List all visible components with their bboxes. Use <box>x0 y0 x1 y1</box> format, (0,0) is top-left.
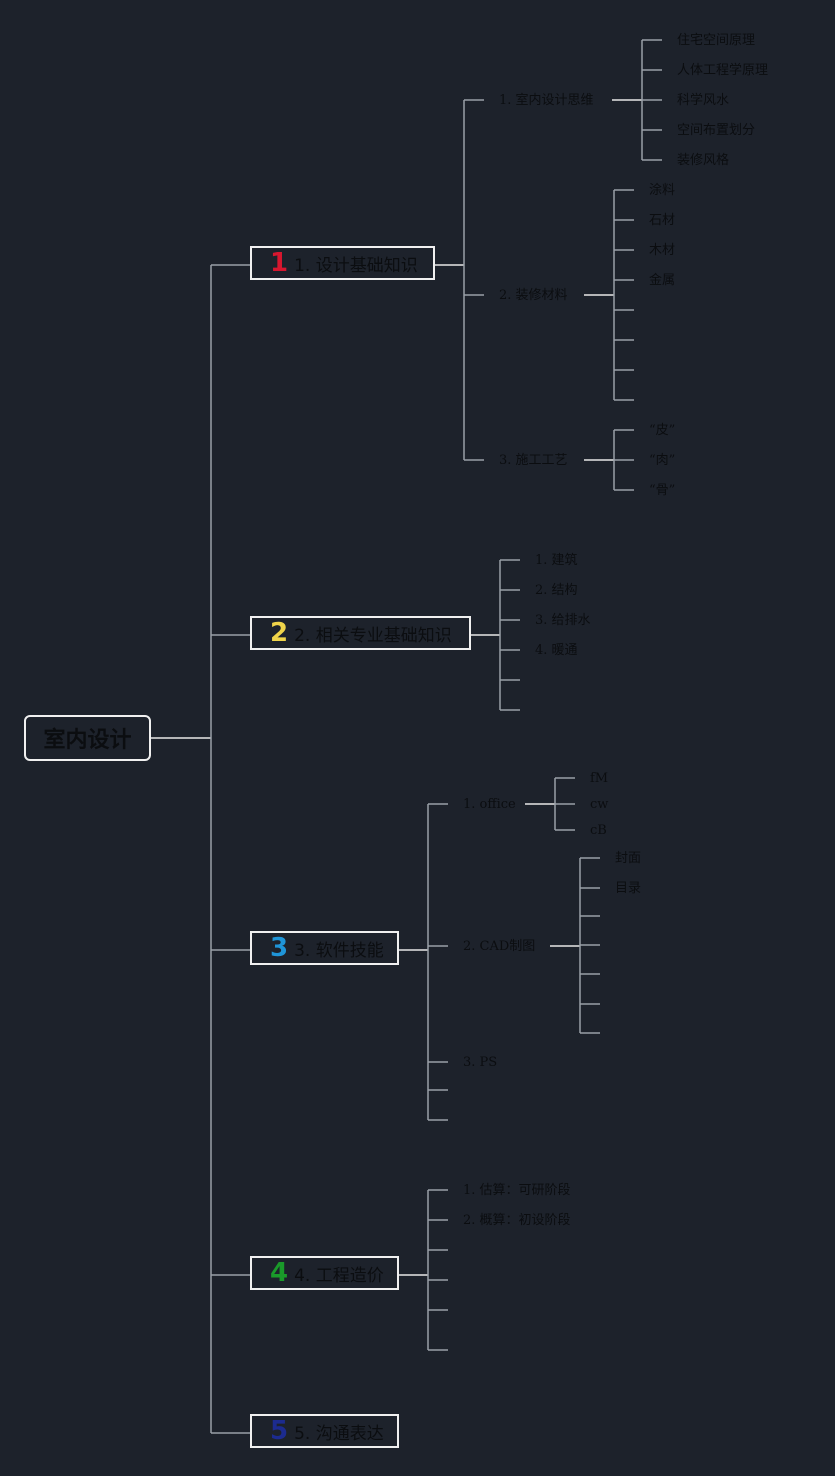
b1-child-2-label[interactable]: 2. 装修材料 <box>499 288 568 303</box>
b1c1-item-4[interactable]: 空间布置划分 <box>677 123 756 138</box>
b1-child-1-label[interactable]: 1. 室内设计思维 <box>499 93 594 108</box>
branch-4-node[interactable]: 4 4. 工程造价 <box>250 1256 399 1290</box>
b1c1-item-1[interactable]: 住宅空间原理 <box>677 33 756 48</box>
branch-1-number: 1 <box>270 248 289 278</box>
b3c1-item-3[interactable]: cB <box>590 823 607 838</box>
b3-child-3-label[interactable]: 3. PS <box>463 1055 498 1070</box>
branch-3-number: 3 <box>270 933 289 963</box>
b3c2-item-1[interactable]: 封面 <box>615 851 642 866</box>
b1c2-item-4[interactable]: 金属 <box>649 273 676 288</box>
branch-1-node[interactable]: 1 1. 设计基础知识 <box>250 246 435 280</box>
b4-child-2-label[interactable]: 2. 概算：初设阶段 <box>463 1213 571 1228</box>
root-node[interactable]: 室内设计 <box>24 715 151 761</box>
b2-child-4-label[interactable]: 4. 暖通 <box>535 643 578 658</box>
b3-child-2-label[interactable]: 2. CAD制图 <box>463 939 536 954</box>
b2-child-3-label[interactable]: 3. 给排水 <box>535 613 591 628</box>
branch-4-number: 4 <box>270 1258 289 1288</box>
branch-3-node[interactable]: 3 3. 软件技能 <box>250 931 399 965</box>
b1-child-3-label[interactable]: 3. 施工工艺 <box>499 453 568 468</box>
branch-5-node[interactable]: 5 5. 沟通表达 <box>250 1414 399 1448</box>
b1c3-item-1[interactable]: “皮” <box>649 423 676 438</box>
branch-5-label: 5. 沟通表达 <box>294 1423 384 1444</box>
b3c1-item-1[interactable]: fM <box>590 771 609 786</box>
b1c3-item-2[interactable]: “肉” <box>649 453 676 468</box>
branch-1-label: 1. 设计基础知识 <box>294 255 418 276</box>
b1c2-item-3[interactable]: 木材 <box>649 243 676 258</box>
b1c1-item-2[interactable]: 人体工程学原理 <box>677 63 769 78</box>
b3c1-item-2[interactable]: cw <box>590 797 609 812</box>
b1c1-item-3[interactable]: 科学风水 <box>677 93 730 108</box>
b1c3-item-3[interactable]: “骨” <box>649 483 676 498</box>
branch-4-label: 4. 工程造价 <box>294 1265 384 1286</box>
b1c2-item-2[interactable]: 石材 <box>649 213 676 228</box>
b1c1-item-5[interactable]: 装修风格 <box>677 153 730 168</box>
b1c2-item-1[interactable]: 涂料 <box>649 183 676 198</box>
b3c2-item-2[interactable]: 目录 <box>615 881 642 896</box>
b2-child-1-label[interactable]: 1. 建筑 <box>535 553 578 568</box>
branch-5-number: 5 <box>270 1416 289 1446</box>
branch-2-number: 2 <box>270 618 289 648</box>
branch-2-label: 2. 相关专业基础知识 <box>294 625 452 646</box>
b4-child-1-label[interactable]: 1. 估算：可研阶段 <box>463 1183 571 1198</box>
branch-2-node[interactable]: 2 2. 相关专业基础知识 <box>250 616 471 650</box>
branch-3-label: 3. 软件技能 <box>294 940 384 961</box>
root-label: 室内设计 <box>43 728 132 753</box>
b2-child-2-label[interactable]: 2. 结构 <box>535 583 578 598</box>
b3-child-1-label[interactable]: 1. office <box>463 797 516 812</box>
